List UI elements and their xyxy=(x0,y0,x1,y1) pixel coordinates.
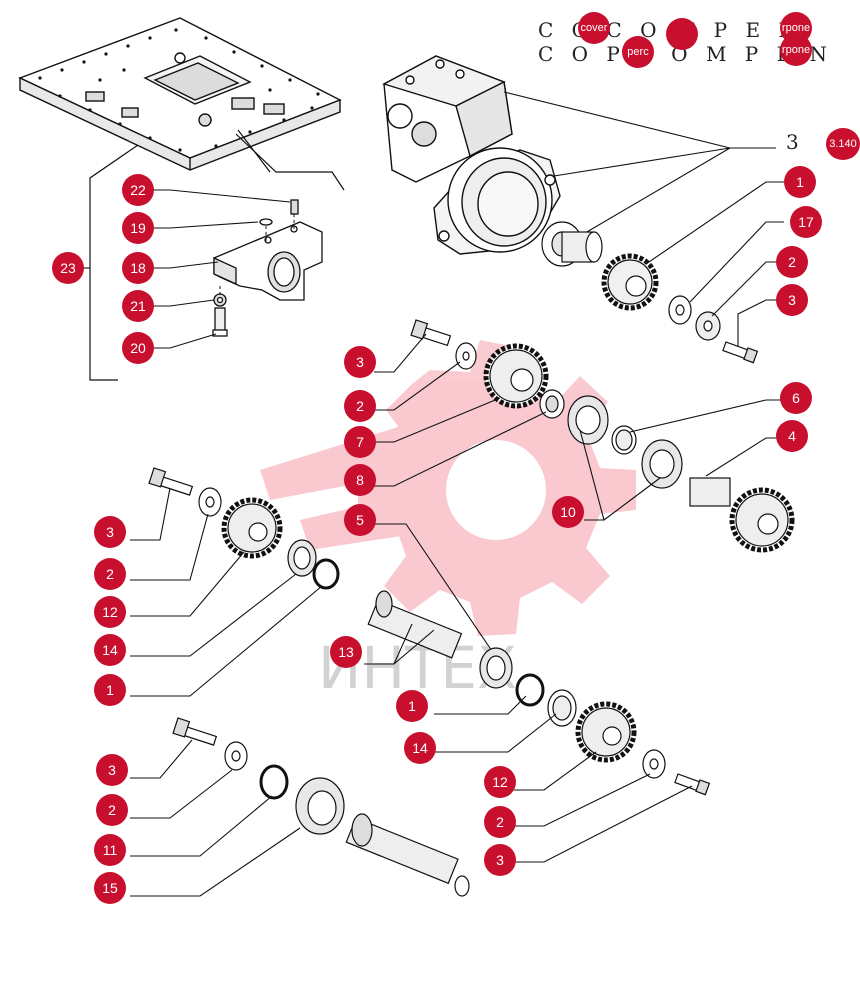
callout-c21[interactable]: 21 xyxy=(122,290,154,322)
bracket-assembly xyxy=(212,199,323,337)
callout-c20[interactable]: 20 xyxy=(122,332,154,364)
callout-c3a[interactable]: 3 xyxy=(776,284,808,316)
callout-c2e[interactable]: 2 xyxy=(96,794,128,826)
callout-c12b[interactable]: 12 xyxy=(484,766,516,798)
callout-c8[interactable]: 8 xyxy=(344,464,376,496)
callout-c11[interactable]: 11 xyxy=(94,834,126,866)
left-parts xyxy=(148,467,340,590)
center-leaders xyxy=(364,623,693,863)
gear-1-top xyxy=(601,253,659,311)
middle-parts xyxy=(410,319,795,553)
callout-c1b[interactable]: 1 xyxy=(94,674,126,706)
callout-c15[interactable]: 15 xyxy=(94,872,126,904)
bracket-leaders xyxy=(82,189,291,349)
left-leaders xyxy=(130,487,323,697)
watermark-logo xyxy=(260,340,636,636)
bottom-left-parts xyxy=(172,717,470,897)
callout-c2c[interactable]: 2 xyxy=(94,558,126,590)
plate-holes xyxy=(38,28,320,152)
center-shaft xyxy=(367,590,711,796)
drive-shaft xyxy=(541,221,603,267)
callout-c22[interactable]: 22 xyxy=(122,174,154,206)
header-badge-0[interactable]: cover xyxy=(578,12,610,44)
cover-plate xyxy=(18,17,342,171)
callout-c19[interactable]: 19 xyxy=(122,212,154,244)
middle-leaders xyxy=(374,333,784,661)
callout-c17[interactable]: 17 xyxy=(790,206,822,238)
callout-c2d[interactable]: 2 xyxy=(484,806,516,838)
bracket-dashes xyxy=(219,214,295,296)
callout-c12a[interactable]: 12 xyxy=(94,596,126,628)
callout-c2b[interactable]: 2 xyxy=(344,390,376,422)
callout-c1a[interactable]: 1 xyxy=(784,166,816,198)
pump-leaders xyxy=(503,91,776,237)
header-badge-4[interactable]: rpone xyxy=(780,34,812,66)
callout-c3c[interactable]: 3 xyxy=(94,516,126,548)
header-badge-1[interactable] xyxy=(666,18,698,50)
callout-c2a[interactable]: 2 xyxy=(776,246,808,278)
callout-c1c[interactable]: 1 xyxy=(396,690,428,722)
callout-c18[interactable]: 18 xyxy=(122,252,154,284)
callout-c23[interactable]: 23 xyxy=(52,252,84,284)
callout-c3e[interactable]: 3 xyxy=(96,754,128,786)
callout-c6[interactable]: 6 xyxy=(780,382,812,414)
reference-prefix: 3 . xyxy=(786,130,842,154)
callout-c10[interactable]: 10 xyxy=(552,496,584,528)
callout-c4[interactable]: 4 xyxy=(776,420,808,452)
callout-c3d[interactable]: 3 xyxy=(484,844,516,876)
callout-c5[interactable]: 5 xyxy=(344,504,376,536)
header-badge-3[interactable]: perc xyxy=(622,36,654,68)
callout-c13[interactable]: 13 xyxy=(330,636,362,668)
callout-c7[interactable]: 7 xyxy=(344,426,376,458)
callout-c14b[interactable]: 14 xyxy=(404,732,436,764)
washers-top xyxy=(668,295,759,364)
callout-c3b[interactable]: 3 xyxy=(344,346,376,378)
plate-leaders xyxy=(89,129,345,381)
bottom-left-leaders xyxy=(130,739,301,897)
callout-c14a[interactable]: 14 xyxy=(94,634,126,666)
pump-housing xyxy=(382,55,561,255)
reference-badge[interactable]: 3.140 xyxy=(826,128,860,160)
